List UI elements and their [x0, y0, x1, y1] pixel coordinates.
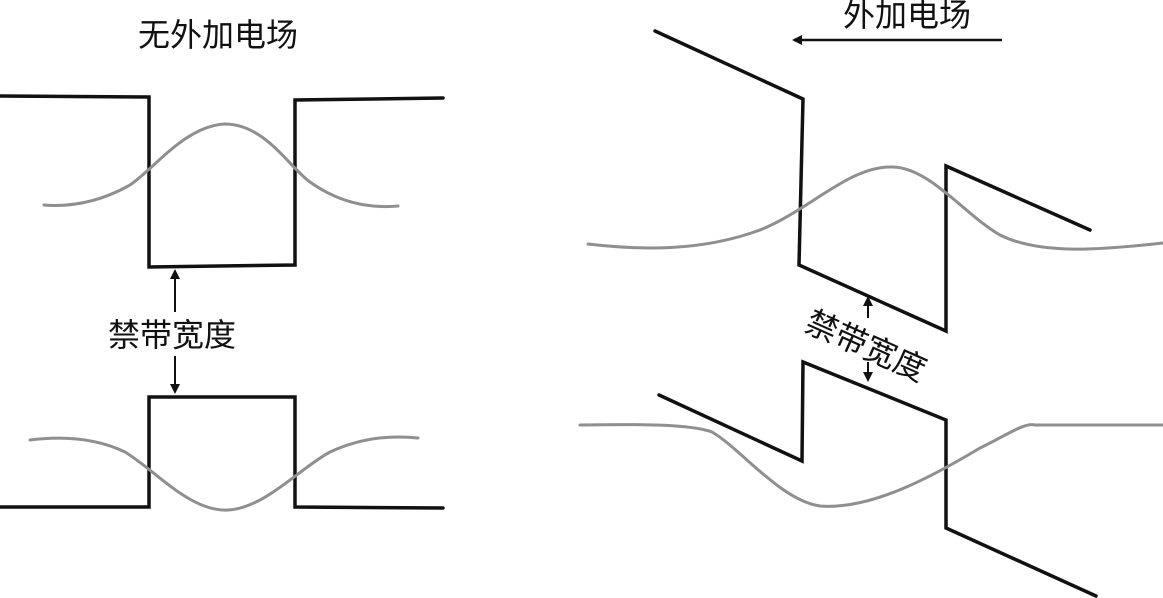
left-panel-title: 无外加电场 — [138, 16, 298, 54]
right-hole-wavefunction — [578, 423, 1163, 508]
left-panel: 无外加电场 禁带宽度 — [0, 16, 445, 512]
right-valence-band-edge — [657, 359, 1098, 598]
right-panel: 外加电场 禁带宽度 — [578, 0, 1163, 598]
left-gap-label: 禁带宽度 — [108, 316, 236, 354]
left-electron-wavefunction — [42, 122, 400, 209]
field-label: 外加电场 — [843, 0, 971, 34]
right-conduction-band-edge — [653, 29, 1092, 334]
left-conduction-band-edge — [0, 94, 445, 269]
left-valence-band-edge — [0, 395, 445, 510]
right-electron-wavefunction — [586, 165, 1163, 251]
left-hole-wavefunction — [28, 435, 420, 512]
